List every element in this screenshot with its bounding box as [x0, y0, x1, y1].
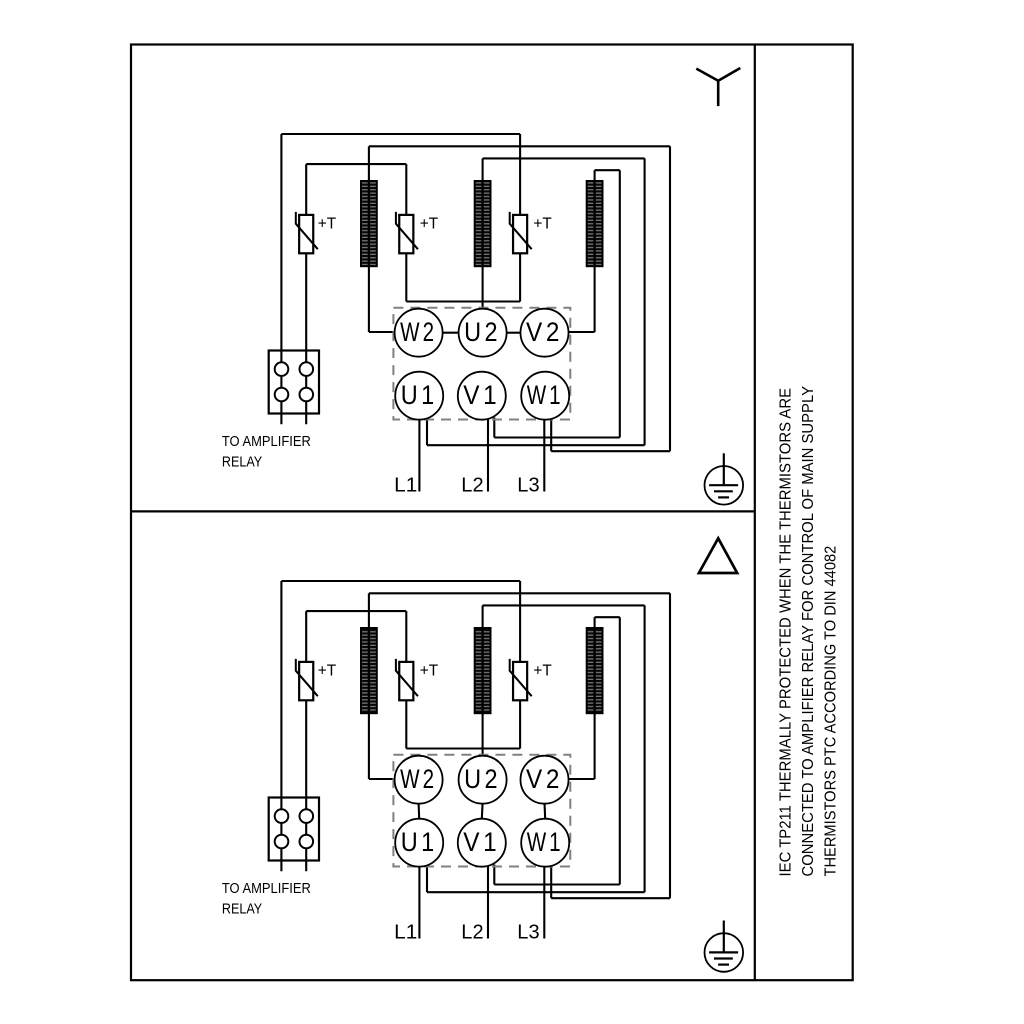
svg-text:L3: L3: [517, 921, 539, 944]
svg-text:U2: U2: [464, 764, 501, 794]
svg-text:L1: L1: [394, 474, 417, 497]
svg-text:IEC TP211 THERMALLY PROTECTED: IEC TP211 THERMALLY PROTECTED WHEN THE T…: [778, 388, 795, 877]
svg-text:V2: V2: [526, 317, 563, 347]
svg-text:W2: W2: [400, 764, 437, 794]
svg-text:+T: +T: [420, 216, 439, 233]
svg-text:TO AMPLIFIER: TO AMPLIFIER: [222, 881, 311, 897]
svg-text:V1: V1: [463, 827, 500, 857]
svg-text:L3: L3: [517, 474, 539, 497]
svg-text:W1: W1: [527, 827, 564, 857]
svg-text:+T: +T: [420, 663, 439, 680]
svg-text:V1: V1: [463, 380, 500, 410]
svg-text:THERMISTORS PTC ACCORDING TO D: THERMISTORS PTC ACCORDING TO DIN 44082: [823, 546, 840, 877]
svg-text:CONNECTED TO AMPLIFIER RELAY F: CONNECTED TO AMPLIFIER RELAY FOR CONTROL…: [800, 386, 817, 877]
svg-text:+T: +T: [318, 216, 337, 233]
svg-text:RELAY: RELAY: [222, 455, 263, 471]
svg-text:W2: W2: [400, 317, 437, 347]
svg-text:+T: +T: [533, 663, 552, 680]
svg-text:+T: +T: [318, 663, 337, 680]
svg-text:L2: L2: [461, 921, 483, 944]
svg-text:W1: W1: [527, 380, 564, 410]
svg-text:TO AMPLIFIER: TO AMPLIFIER: [222, 434, 311, 450]
svg-text:+T: +T: [533, 216, 552, 233]
svg-text:U1: U1: [401, 380, 438, 410]
svg-text:L1: L1: [394, 921, 417, 944]
svg-text:RELAY: RELAY: [222, 902, 263, 918]
svg-text:V2: V2: [526, 764, 563, 794]
svg-text:L2: L2: [461, 474, 483, 497]
svg-text:U1: U1: [401, 827, 438, 857]
svg-text:U2: U2: [464, 317, 501, 347]
